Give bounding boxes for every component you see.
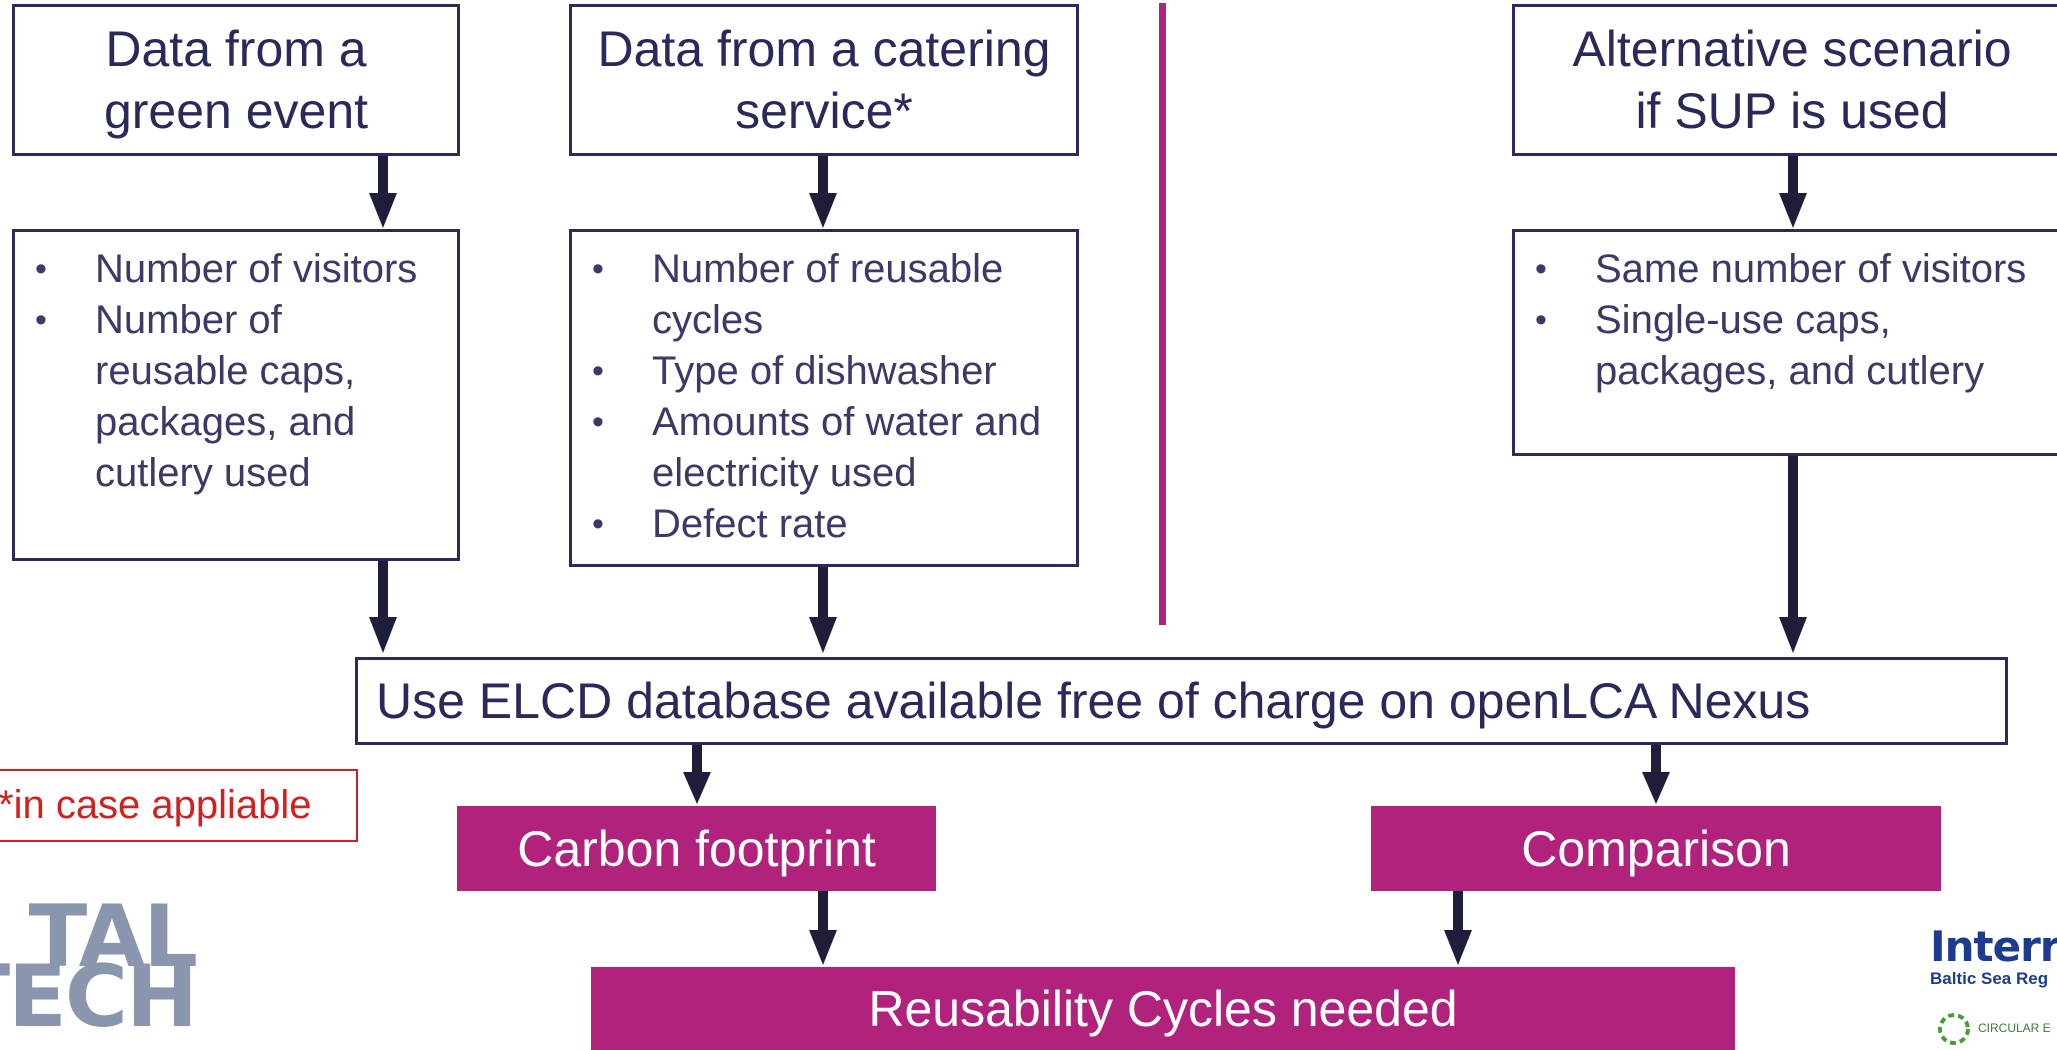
comparison-label: Comparison — [1521, 820, 1791, 877]
circular-economy-text: CIRCULAR E — [1978, 1021, 2051, 1035]
arrow-comparison-head — [1642, 772, 1670, 804]
arrow-sup-head-2 — [1779, 617, 1807, 653]
arrow-catering-head-2 — [809, 617, 837, 653]
sup-item-single-use: Single-use caps, packages, and cutlery — [1515, 295, 2057, 397]
green-event-title-line-2: green event — [103, 83, 369, 139]
reusability-cycles-box: Reusability Cycles needed — [591, 967, 1735, 1050]
sup-title-line-2: if SUP is used — [1635, 83, 1949, 139]
sup-list: Same number of visitors Single-use caps,… — [1515, 244, 2057, 397]
catering-item-defect-rate: Defect rate — [572, 499, 1076, 550]
taltech-logo-line-1: TAL — [28, 895, 198, 987]
interreg-logo-wordmark: Interre — [1930, 925, 2057, 971]
arrow-sup-head-1 — [1779, 193, 1807, 228]
green-event-list-box: Number of visitors Number of reusable ca… — [12, 229, 460, 561]
green-event-title-line-1: Data from a — [105, 21, 367, 77]
arrow-catering-head-1 — [809, 193, 837, 228]
footnote-box: *in case appliable — [0, 769, 358, 842]
arrow-comparison-shaft — [1651, 744, 1661, 772]
arrow-carbon-shaft — [692, 744, 702, 772]
green-event-item-reusables: Number of reusable caps, packages, and c… — [15, 295, 457, 499]
sup-item-visitors: Same number of visitors — [1515, 244, 2057, 295]
catering-title-line-2: service* — [735, 83, 913, 139]
arrow-carbon-head — [683, 772, 711, 804]
arrow-comparison-cycles-shaft — [1453, 890, 1463, 930]
arrow-green-shaft-2 — [378, 561, 388, 617]
interreg-logo: Interre Baltic Sea Reg CIRCULAR E — [1930, 925, 2057, 1050]
arrow-comparison-cycles-head — [1444, 930, 1472, 965]
catering-list: Number of reusable cycles Type of dishwa… — [572, 244, 1076, 550]
catering-item-cycles: Number of reusable cycles — [572, 244, 1076, 346]
arrow-carbon-cycles-head — [809, 930, 837, 965]
arrow-sup-shaft-1 — [1788, 155, 1798, 193]
arrow-carbon-cycles-shaft — [818, 890, 828, 930]
green-event-title-box: Data from a green event — [12, 4, 460, 156]
sup-title-line-1: Alternative scenario — [1572, 21, 2012, 77]
arrow-sup-shaft-2 — [1788, 456, 1798, 617]
database-box: Use ELCD database available free of char… — [355, 657, 2008, 745]
interreg-logo-subtitle: Baltic Sea Reg — [1930, 969, 2049, 988]
database-text: Use ELCD database available free of char… — [376, 673, 1811, 729]
arrow-green-head-1 — [369, 193, 397, 228]
catering-title-box: Data from a catering service* — [569, 4, 1079, 156]
carbon-footprint-box: Carbon footprint — [457, 806, 936, 891]
catering-item-water-electricity: Amounts of water and electricity used — [572, 397, 1076, 499]
catering-list-box: Number of reusable cycles Type of dishwa… — [569, 229, 1079, 567]
arrow-green-shaft-1 — [378, 155, 388, 193]
catering-title-line-1: Data from a catering — [597, 21, 1051, 77]
taltech-logo-line-2: TECH — [0, 947, 198, 1045]
arrow-green-head-2 — [369, 617, 397, 653]
footnote-text: *in case appliable — [0, 783, 312, 827]
section-divider — [1159, 3, 1166, 625]
carbon-footprint-label: Carbon footprint — [517, 820, 876, 877]
sup-title-box: Alternative scenario if SUP is used — [1512, 4, 2057, 156]
green-event-list: Number of visitors Number of reusable ca… — [15, 244, 457, 499]
arrow-catering-shaft-1 — [818, 155, 828, 193]
sup-list-box: Same number of visitors Single-use caps,… — [1512, 229, 2057, 456]
circular-economy-icon — [1938, 1013, 1970, 1045]
comparison-box: Comparison — [1371, 806, 1941, 891]
reusability-cycles-label: Reusability Cycles needed — [868, 980, 1458, 1037]
catering-item-dishwasher: Type of dishwasher — [572, 346, 1076, 397]
taltech-logo: TAL TECH — [0, 895, 200, 1045]
green-event-item-visitors: Number of visitors — [15, 244, 457, 295]
arrow-catering-shaft-2 — [818, 567, 828, 617]
